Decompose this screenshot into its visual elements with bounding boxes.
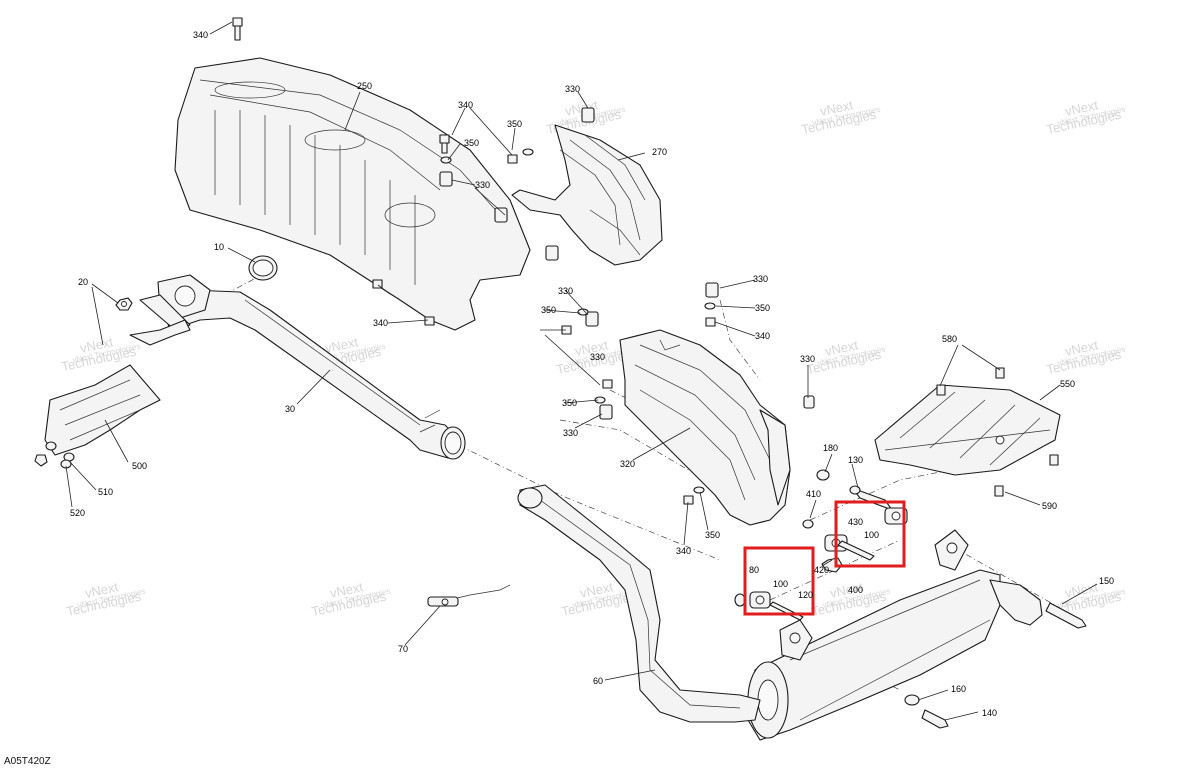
bolt-340-top (232, 17, 243, 41)
highlight-boxes (743, 500, 906, 616)
callout-label: 30 (285, 404, 295, 414)
watermark-line-1: vNext (84, 579, 120, 601)
callout-label: 160 (951, 684, 966, 694)
callout-labels: 340 250 330 340 350 350 270 330 10 20 33… (70, 30, 1114, 718)
watermark-line-1: vNext (79, 334, 115, 356)
callout-label: 340 (193, 30, 208, 40)
callout-label: 330 (563, 428, 578, 438)
callout-label: 550 (1060, 379, 1075, 389)
callout-label: 20 (78, 277, 88, 287)
callout-label: 100 (773, 579, 788, 589)
callout-label: 270 (652, 147, 667, 157)
watermark-line-1: vNext (329, 579, 365, 601)
callout-label: 150 (1099, 576, 1114, 586)
callout-label: 500 (132, 461, 147, 471)
callout-label: 350 (507, 119, 522, 129)
callout-label: 130 (848, 455, 863, 465)
callout-label: 330 (590, 352, 605, 362)
watermark-line-1: vNext (1064, 337, 1100, 359)
callout-label: 330 (800, 354, 815, 364)
callout-label: 580 (942, 334, 957, 344)
callout-label: 330 (558, 286, 573, 296)
heat-shield-500 (44, 364, 161, 456)
watermark-line-1: vNext (324, 334, 360, 356)
watermark-line-1: vNext (579, 579, 615, 601)
gasket-10 (248, 255, 278, 281)
small-hardware (232, 17, 1087, 729)
callout-label: 510 (98, 487, 113, 497)
callout-label: 350 (705, 530, 720, 540)
callout-label: 120 (798, 590, 813, 600)
callout-label: 340 (755, 331, 770, 341)
callout-label: 250 (357, 81, 372, 91)
callout-label: 430 (848, 517, 863, 527)
callout-label: 340 (676, 546, 691, 556)
fasteners-510-520 (34, 441, 75, 469)
callout-label: 60 (593, 676, 603, 686)
callout-label: 10 (214, 242, 224, 252)
callout-label: 350 (562, 398, 577, 408)
skid-plate-550 (874, 384, 1061, 476)
spring-mount-hardware (734, 469, 908, 621)
callout-label: 340 (373, 318, 388, 328)
sensor-70 (427, 584, 511, 607)
callout-label: 410 (806, 489, 821, 499)
tail-pipe-60 (517, 484, 761, 723)
callout-label: 320 (620, 459, 635, 469)
watermark-line-1: vNext (574, 337, 610, 359)
callout-label: 350 (755, 303, 770, 313)
callout-label: 400 (848, 585, 863, 595)
watermark-line-1: vNext (1064, 579, 1100, 601)
heat-shield-320 (619, 329, 791, 526)
callout-label: 350 (541, 305, 556, 315)
callout-label: 520 (70, 508, 85, 518)
heat-shield-270 (511, 124, 663, 266)
watermark-line-1: vNext (829, 579, 865, 601)
highlight-box-right (834, 500, 906, 568)
heat-shield-250 (174, 57, 531, 331)
leader-lines (65, 21, 1098, 721)
nut-20 (115, 297, 133, 311)
callout-label: 100 (864, 530, 879, 540)
callout-label: 340 (458, 100, 473, 110)
callout-label: 180 (823, 443, 838, 453)
callout-label: 80 (749, 565, 759, 575)
callout-label: 140 (982, 708, 997, 718)
callout-label: 350 (464, 138, 479, 148)
watermark-line-1: vNext (819, 97, 855, 119)
callout-label: 330 (475, 180, 490, 190)
watermark-line-1: vNext (1064, 97, 1100, 119)
callout-label: 420 (814, 565, 829, 575)
exhaust-pipe-30 (129, 274, 466, 460)
callout-label: 330 (753, 274, 768, 284)
callout-label: 330 (565, 84, 580, 94)
watermark-line-1: vNext (824, 337, 860, 359)
highlight-box-left (743, 546, 815, 616)
callout-label: 590 (1042, 501, 1057, 511)
figure-id: A05T420Z (4, 756, 51, 767)
muffler (747, 529, 1043, 741)
callout-label: 70 (398, 644, 408, 654)
